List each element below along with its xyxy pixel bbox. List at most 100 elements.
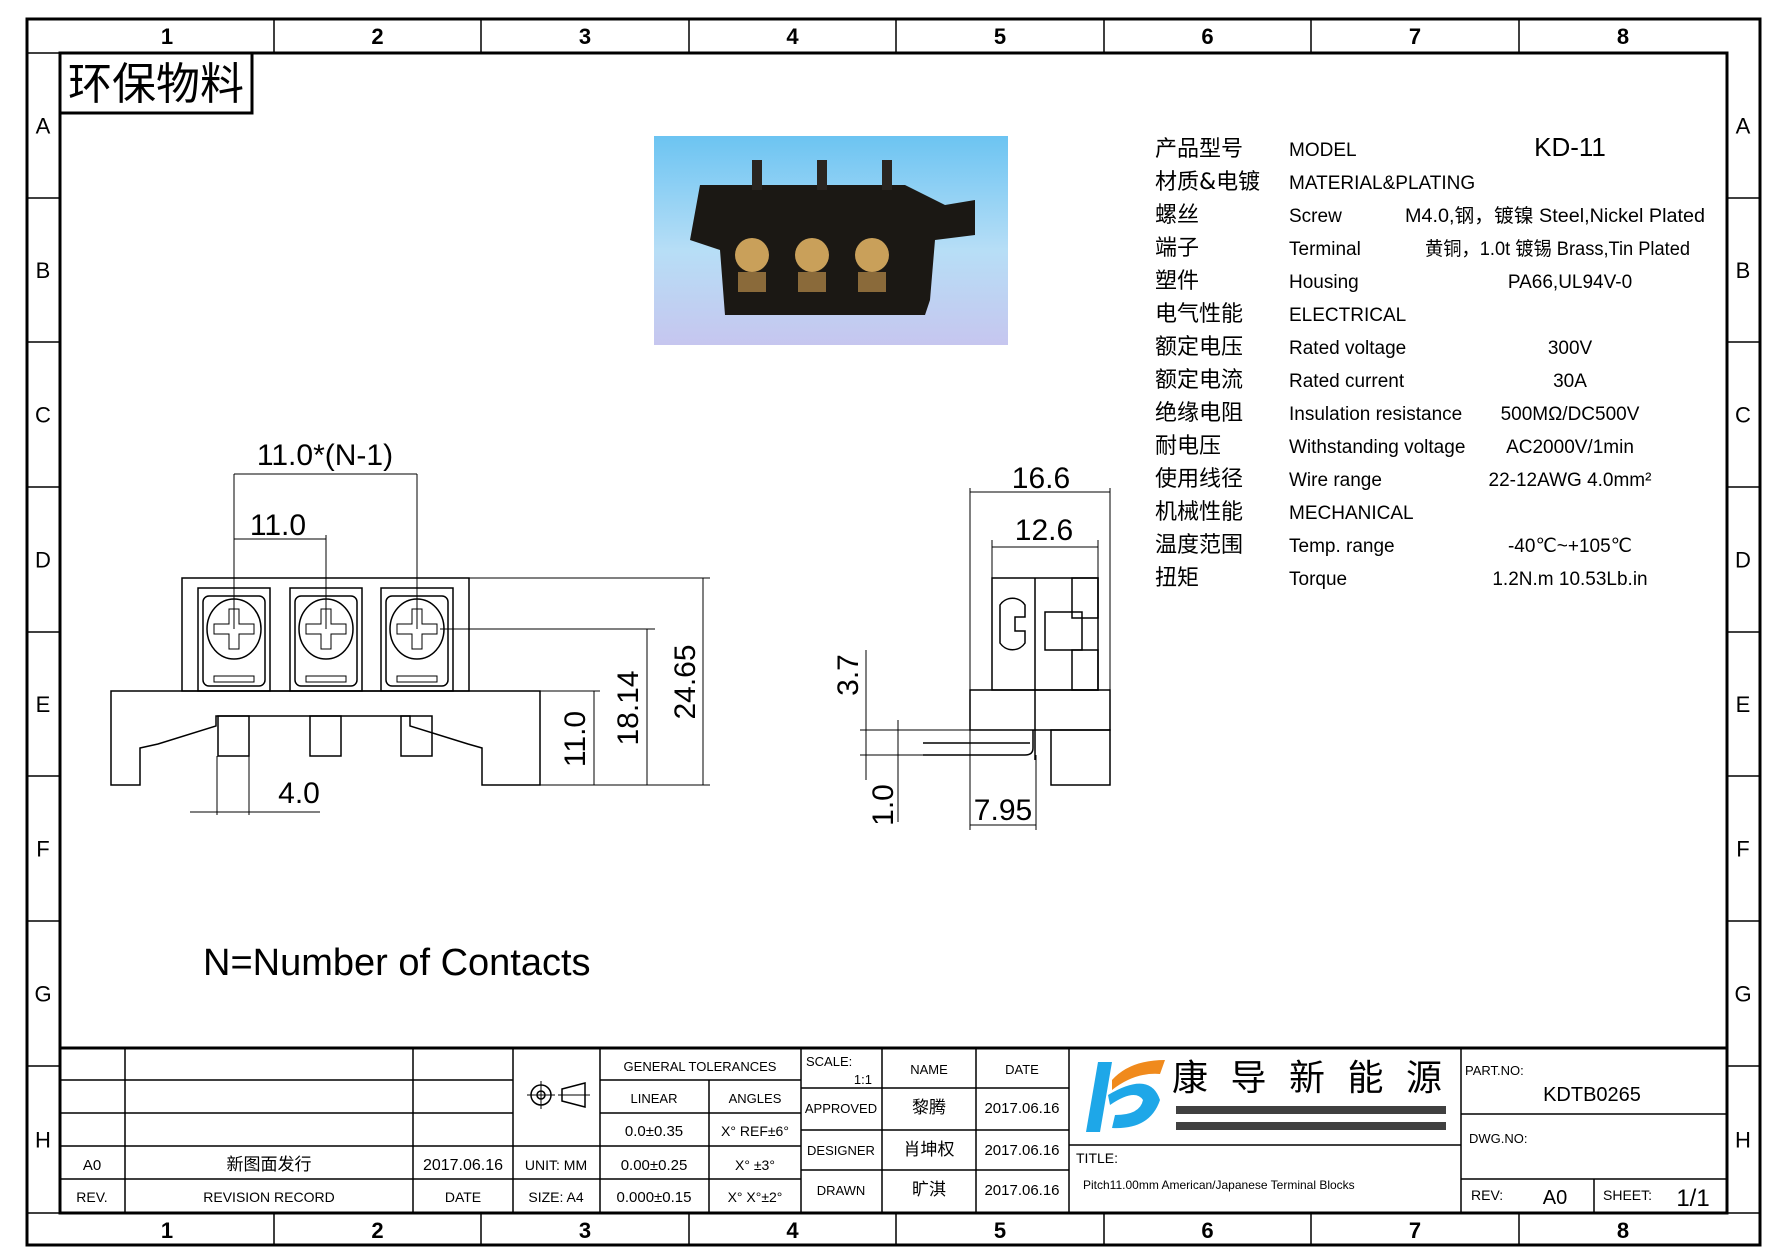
paper-size: SIZE: A4 [528, 1189, 583, 1205]
spec-value: 30A [1553, 371, 1587, 392]
angle-tolerance: X° REF±6° [721, 1123, 789, 1139]
angle-tolerance: X° ±3° [735, 1157, 775, 1173]
linear-tolerance: 0.0±0.35 [625, 1123, 683, 1140]
spec-value: 500MΩ/DC500V [1501, 404, 1640, 425]
dim-height-total: 24.65 [669, 644, 702, 719]
dwg-no-label: DWG.NO: [1469, 1131, 1528, 1146]
row-label: D [35, 548, 51, 573]
dim-pin-thickness: 1.0 [867, 784, 900, 826]
row-label: C [1735, 403, 1751, 428]
date-header: DATE [445, 1189, 481, 1205]
date-column-header: DATE [1005, 1062, 1039, 1077]
drawing-title: Pitch11.00mm American/Japanese Terminal … [1083, 1178, 1355, 1192]
revision-date: 2017.06.16 [423, 1157, 503, 1174]
product-photo [654, 136, 1008, 345]
record-header: REVISION RECORD [203, 1189, 334, 1205]
dim-height-base: 11.0 [559, 711, 592, 767]
angles-header: ANGLES [729, 1091, 782, 1106]
spec-value: M4.0,钢，镀镍 Steel,Nickel Plated [1405, 205, 1705, 227]
approval-name: 旷淇 [912, 1180, 946, 1200]
frame-border [25, 17, 1762, 1247]
dim-pitch: 11.0 [250, 509, 306, 542]
spec-label-cn: 额定电压 [1155, 335, 1243, 360]
contact-info-line [1176, 1106, 1446, 1114]
column-label: 7 [1409, 1218, 1421, 1243]
spec-label-cn: 耐电压 [1155, 434, 1221, 459]
revision-record: 新图面发行 [227, 1155, 312, 1175]
spec-label-en: Rated current [1289, 371, 1405, 392]
spec-label-cn: 温度范围 [1155, 533, 1243, 558]
approval-date: 2017.06.16 [984, 1100, 1059, 1117]
approval-date: 2017.06.16 [984, 1142, 1059, 1159]
spec-label-cn: 螺丝 [1155, 203, 1199, 228]
spec-label-en: Temp. range [1289, 536, 1395, 557]
rev-value: A0 [1543, 1187, 1567, 1209]
unit: UNIT: MM [525, 1157, 587, 1173]
title-label: TITLE: [1076, 1150, 1118, 1166]
spec-value: KD-11 [1534, 132, 1606, 162]
column-label: 2 [371, 24, 383, 49]
angle-tolerance: X° X°±2° [728, 1189, 783, 1205]
spec-value: PA66,UL94V-0 [1508, 272, 1632, 293]
spec-label-en: Wire range [1289, 470, 1382, 491]
row-label: E [36, 692, 51, 717]
spec-value: 黄铜，1.0t 镀锡 Brass,Tin Plated [1425, 238, 1690, 260]
approval-name: 黎腾 [912, 1098, 946, 1118]
spec-value: -40℃~+105℃ [1508, 536, 1632, 557]
column-label: 3 [579, 1218, 591, 1243]
scale-value: 1:1 [854, 1072, 872, 1087]
spec-label-en: Torque [1289, 569, 1347, 590]
approval-role: DRAWN [817, 1183, 866, 1198]
spec-label-en: Insulation resistance [1289, 404, 1462, 425]
company-logo [1086, 1060, 1165, 1132]
spec-label-cn: 塑件 [1155, 269, 1199, 294]
dim-pin-pitch: 4.0 [278, 777, 320, 810]
rev-label: REV: [1471, 1187, 1503, 1203]
row-label: E [1736, 692, 1751, 717]
column-label: 8 [1617, 24, 1629, 49]
spec-label-en: Housing [1289, 272, 1359, 293]
row-label: H [1735, 1128, 1751, 1153]
spec-row: 温度范围 Temp. range -40℃~+105℃ [1155, 533, 1632, 558]
row-label: A [36, 114, 51, 139]
front-view: 11.0*(N-1) 11.0 24.65 18.14 11.0 4.0 [110, 439, 710, 815]
spec-label-en: Terminal [1289, 239, 1361, 260]
title-block: A0 新图面发行 2017.06.16 REV. REVISION RECORD… [60, 1046, 1727, 1212]
approval-role: APPROVED [805, 1101, 877, 1116]
column-label: 2 [371, 1218, 383, 1243]
dim-pin-offset: 7.95 [974, 794, 1032, 827]
spec-label-cn: 扭矩 [1155, 566, 1199, 591]
company-name: 康 导 新 能 源 [1172, 1058, 1442, 1099]
row-label: D [1735, 548, 1751, 573]
spec-label-en: MECHANICAL [1289, 503, 1414, 524]
spec-label-en: Withstanding voltage [1289, 437, 1465, 458]
spec-label-cn: 材质&电镀 [1155, 170, 1260, 195]
spec-value: 300V [1548, 338, 1593, 359]
eco-stamp-box [58, 51, 254, 115]
spec-value: AC2000V/1min [1506, 437, 1634, 458]
dim-total-width: 11.0*(N-1) [257, 439, 393, 472]
spec-row: 耐电压 Withstanding voltage AC2000V/1min [1155, 434, 1634, 459]
column-label: 5 [994, 24, 1006, 49]
spec-row: 塑件 Housing PA66,UL94V-0 [1155, 269, 1632, 294]
column-label: 3 [579, 24, 591, 49]
row-label: F [36, 837, 49, 862]
row-label: F [1736, 837, 1749, 862]
approval-name: 肖坤权 [904, 1140, 955, 1160]
column-label: 8 [1617, 1218, 1629, 1243]
spec-label-cn: 电气性能 [1155, 302, 1243, 327]
part-no: KDTB0265 [1543, 1084, 1641, 1106]
column-label: 6 [1201, 24, 1213, 49]
